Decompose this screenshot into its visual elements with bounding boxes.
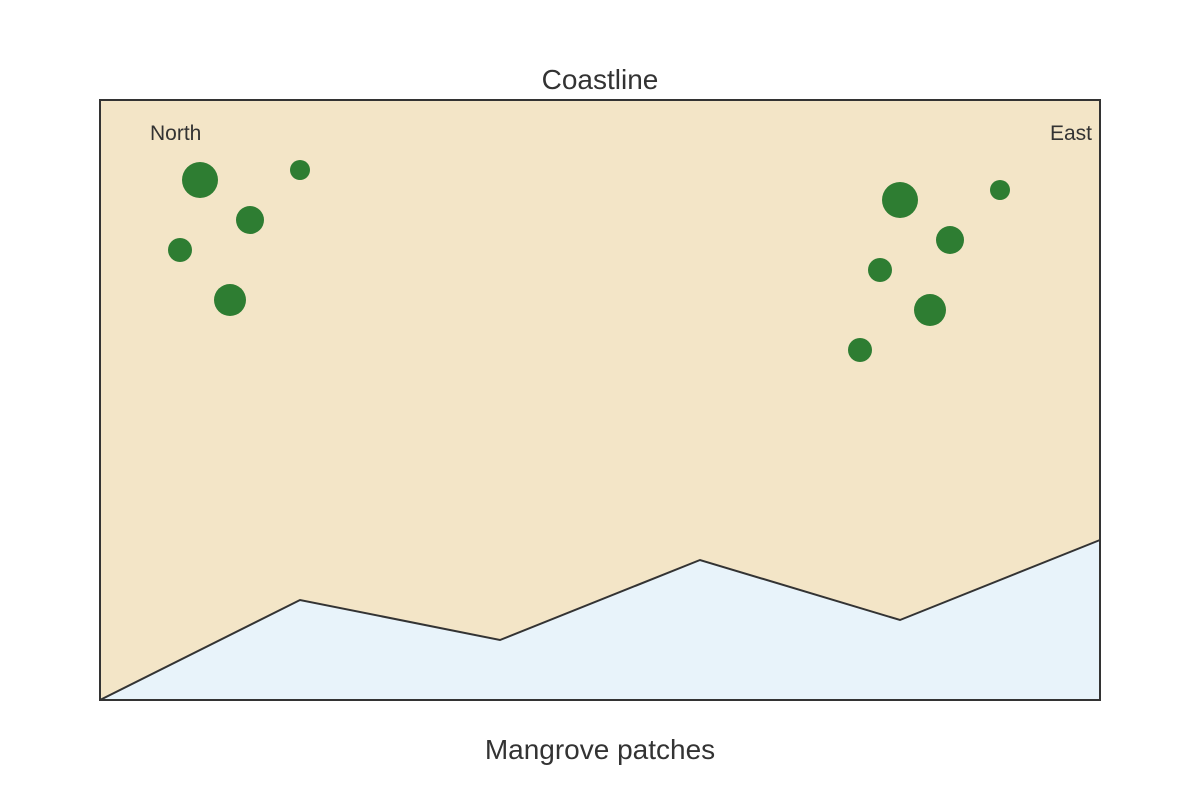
- mangrove-patch: [290, 160, 310, 180]
- mangrove-patch: [182, 162, 218, 198]
- mangrove-patch: [868, 258, 892, 282]
- mangrove-patch: [936, 226, 964, 254]
- east-label: East: [1050, 122, 1092, 145]
- mangrove-patch: [914, 294, 946, 326]
- mangrove-patch: [990, 180, 1010, 200]
- map-title: Coastline: [541, 64, 659, 95]
- north-label: North: [150, 122, 201, 145]
- mangrove-patch: [236, 206, 264, 234]
- mangrove-group-east: [848, 180, 1010, 362]
- mangrove-patch: [214, 284, 246, 316]
- map-frame: [99, 99, 1101, 701]
- mangrove-patch: [168, 238, 192, 262]
- mangrove-patch: [882, 182, 918, 218]
- coastline-boundary: [99, 539, 1101, 701]
- water-area: [100, 540, 1100, 700]
- mangrove-group-north: [168, 160, 310, 316]
- map-caption: Mangrove patches: [484, 734, 716, 765]
- mangrove-patch: [848, 338, 872, 362]
